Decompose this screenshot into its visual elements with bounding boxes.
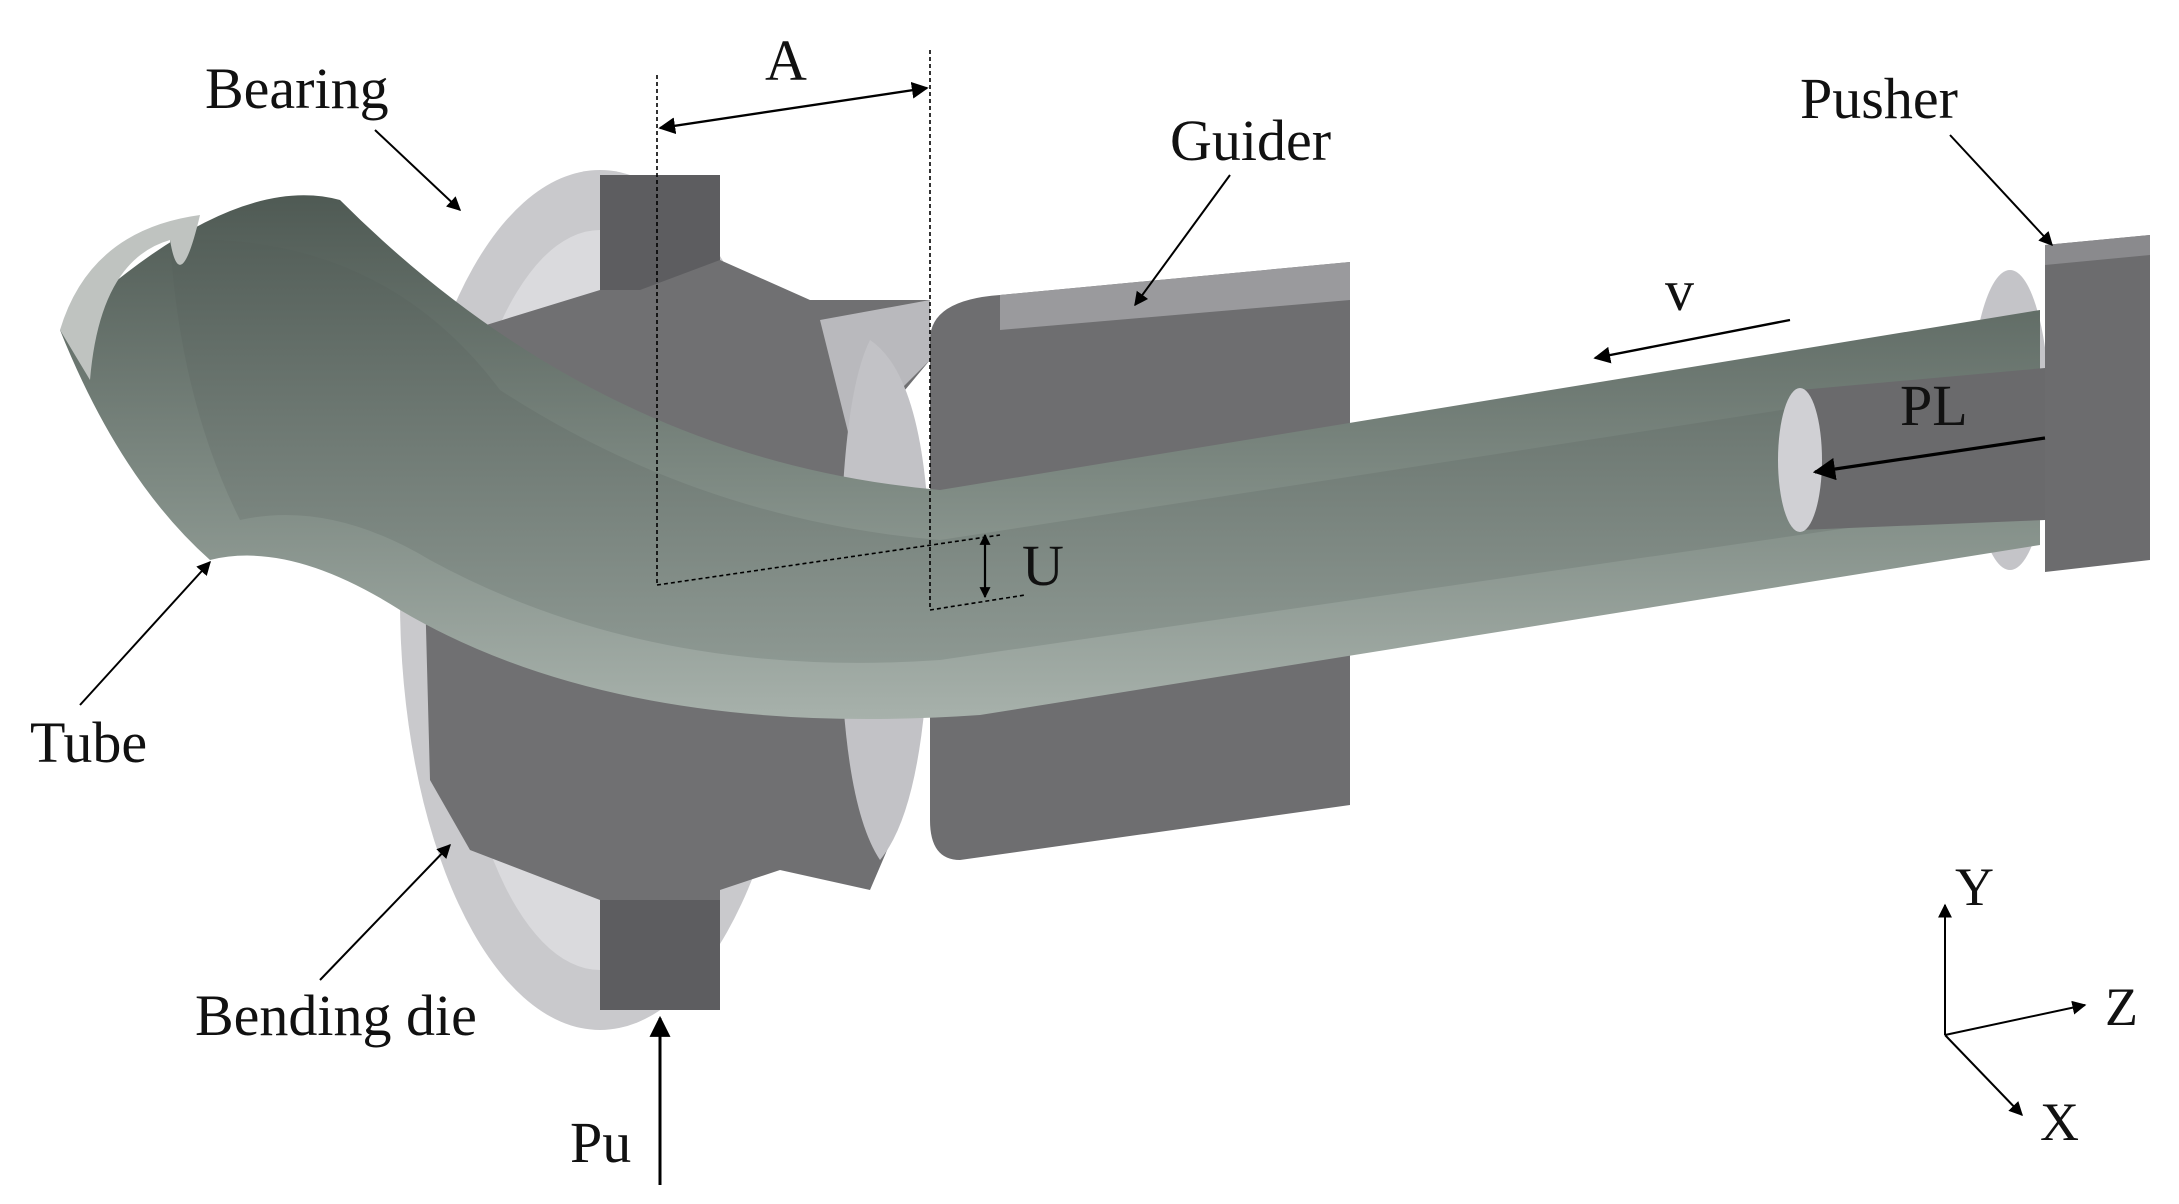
bending-force-label: Pu (570, 1110, 631, 1175)
bending-force-arrow: Pu (570, 1015, 671, 1185)
velocity-arrow: v (1593, 258, 1791, 364)
tube-callout: Tube (30, 560, 211, 775)
offset-u: U (656, 533, 1064, 611)
pusher-load-arrow: PL (1812, 373, 2046, 481)
pusher-callout: Pusher (1800, 66, 2053, 247)
bearing-label: Bearing (205, 56, 389, 121)
velocity-label: v (1665, 258, 1694, 323)
axis-z-label: Z (2105, 977, 2138, 1037)
axis-y-label: Y (1955, 857, 1994, 917)
guider-label: Guider (1170, 108, 1331, 173)
tube (60, 195, 2045, 720)
dimension-a-label: A (765, 28, 807, 93)
coordinate-axes: Y Z X (1938, 857, 2138, 1152)
axis-x-label: X (2040, 1092, 2079, 1152)
bearing-callout: Bearing (205, 56, 462, 211)
bending-die-callout: Bending die (195, 843, 477, 1048)
pusher-label: Pusher (1800, 66, 1958, 131)
bending-die-label: Bending die (195, 983, 477, 1048)
guider-callout: Guider (1134, 108, 1331, 307)
pusher-load-label: PL (1900, 373, 1968, 438)
dimension-a: A (656, 28, 931, 610)
tube-label: Tube (30, 710, 147, 775)
offset-u-label: U (1022, 533, 1064, 598)
